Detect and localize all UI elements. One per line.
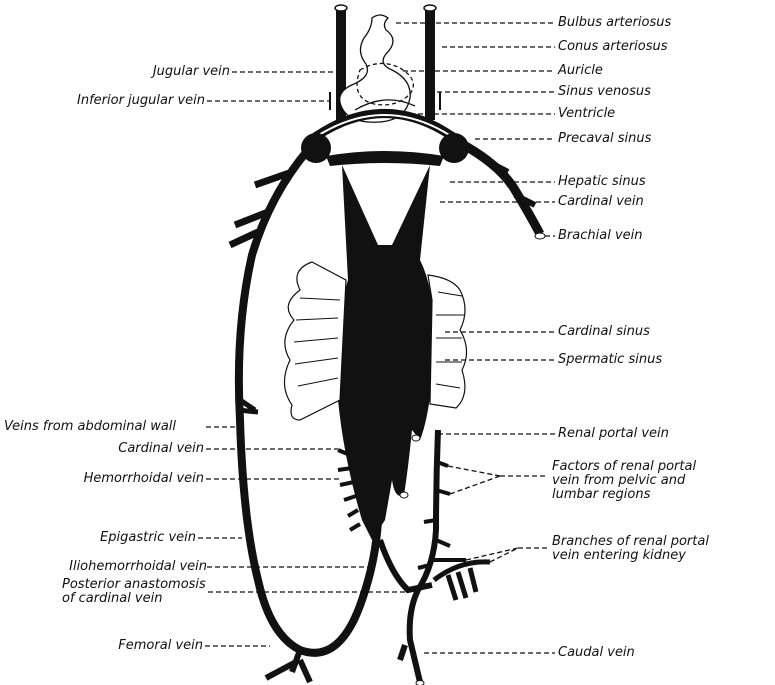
label-auricle: Auricle xyxy=(558,64,603,78)
label-cardinal-sinus: Cardinal sinus xyxy=(558,325,650,339)
kidney-branches xyxy=(434,562,490,600)
label-inferior-jugular-vein: Inferior jugular vein xyxy=(77,94,205,108)
label-femoral-vein: Femoral vein xyxy=(118,639,203,653)
label-renal-portal-vein: Renal portal vein xyxy=(558,427,669,441)
label-posterior-anastomosis: Posterior anastomosis of cardinal vein xyxy=(62,578,206,606)
label-jugular-vein: Jugular vein xyxy=(153,65,230,79)
label-iliohemorrhoidal-vein: Iliohemorrhoidal vein xyxy=(69,560,207,574)
label-brachial-vein: Brachial vein xyxy=(558,229,642,243)
label-ventricle: Ventricle xyxy=(558,107,615,121)
label-hepatic-sinus: Hepatic sinus xyxy=(558,175,646,189)
femoral-fork xyxy=(266,645,405,682)
right-brachial-vessel xyxy=(462,144,540,234)
label-epigastric-vein: Epigastric vein xyxy=(100,531,196,545)
heart xyxy=(340,15,415,122)
label-cardinal-vein-right: Cardinal vein xyxy=(558,195,644,209)
label-precaval-sinus: Precaval sinus xyxy=(558,132,651,146)
label-veins-abdominal-wall: Veins from abdominal wall xyxy=(4,420,176,434)
label-sinus-venosus: Sinus venosus xyxy=(558,85,651,99)
label-caudal-vein: Caudal vein xyxy=(558,646,635,660)
label-factors-renal-portal: Factors of renal portal vein from pelvic… xyxy=(552,460,696,502)
label-cardinal-vein-left: Cardinal vein xyxy=(118,442,204,456)
label-hemorrhoidal-vein: Hemorrhoidal vein xyxy=(84,472,204,486)
label-bulbus-arteriosus: Bulbus arteriosus xyxy=(558,16,671,30)
hepatic-sinus xyxy=(326,151,444,166)
label-branches-renal-portal: Branches of renal portal vein entering k… xyxy=(552,535,709,563)
renal-portal-caudal-vein xyxy=(410,430,438,682)
right-jugular-vessel xyxy=(425,8,435,120)
label-conus-arteriosus: Conus arteriosus xyxy=(558,40,668,54)
label-spermatic-sinus: Spermatic sinus xyxy=(558,353,662,367)
